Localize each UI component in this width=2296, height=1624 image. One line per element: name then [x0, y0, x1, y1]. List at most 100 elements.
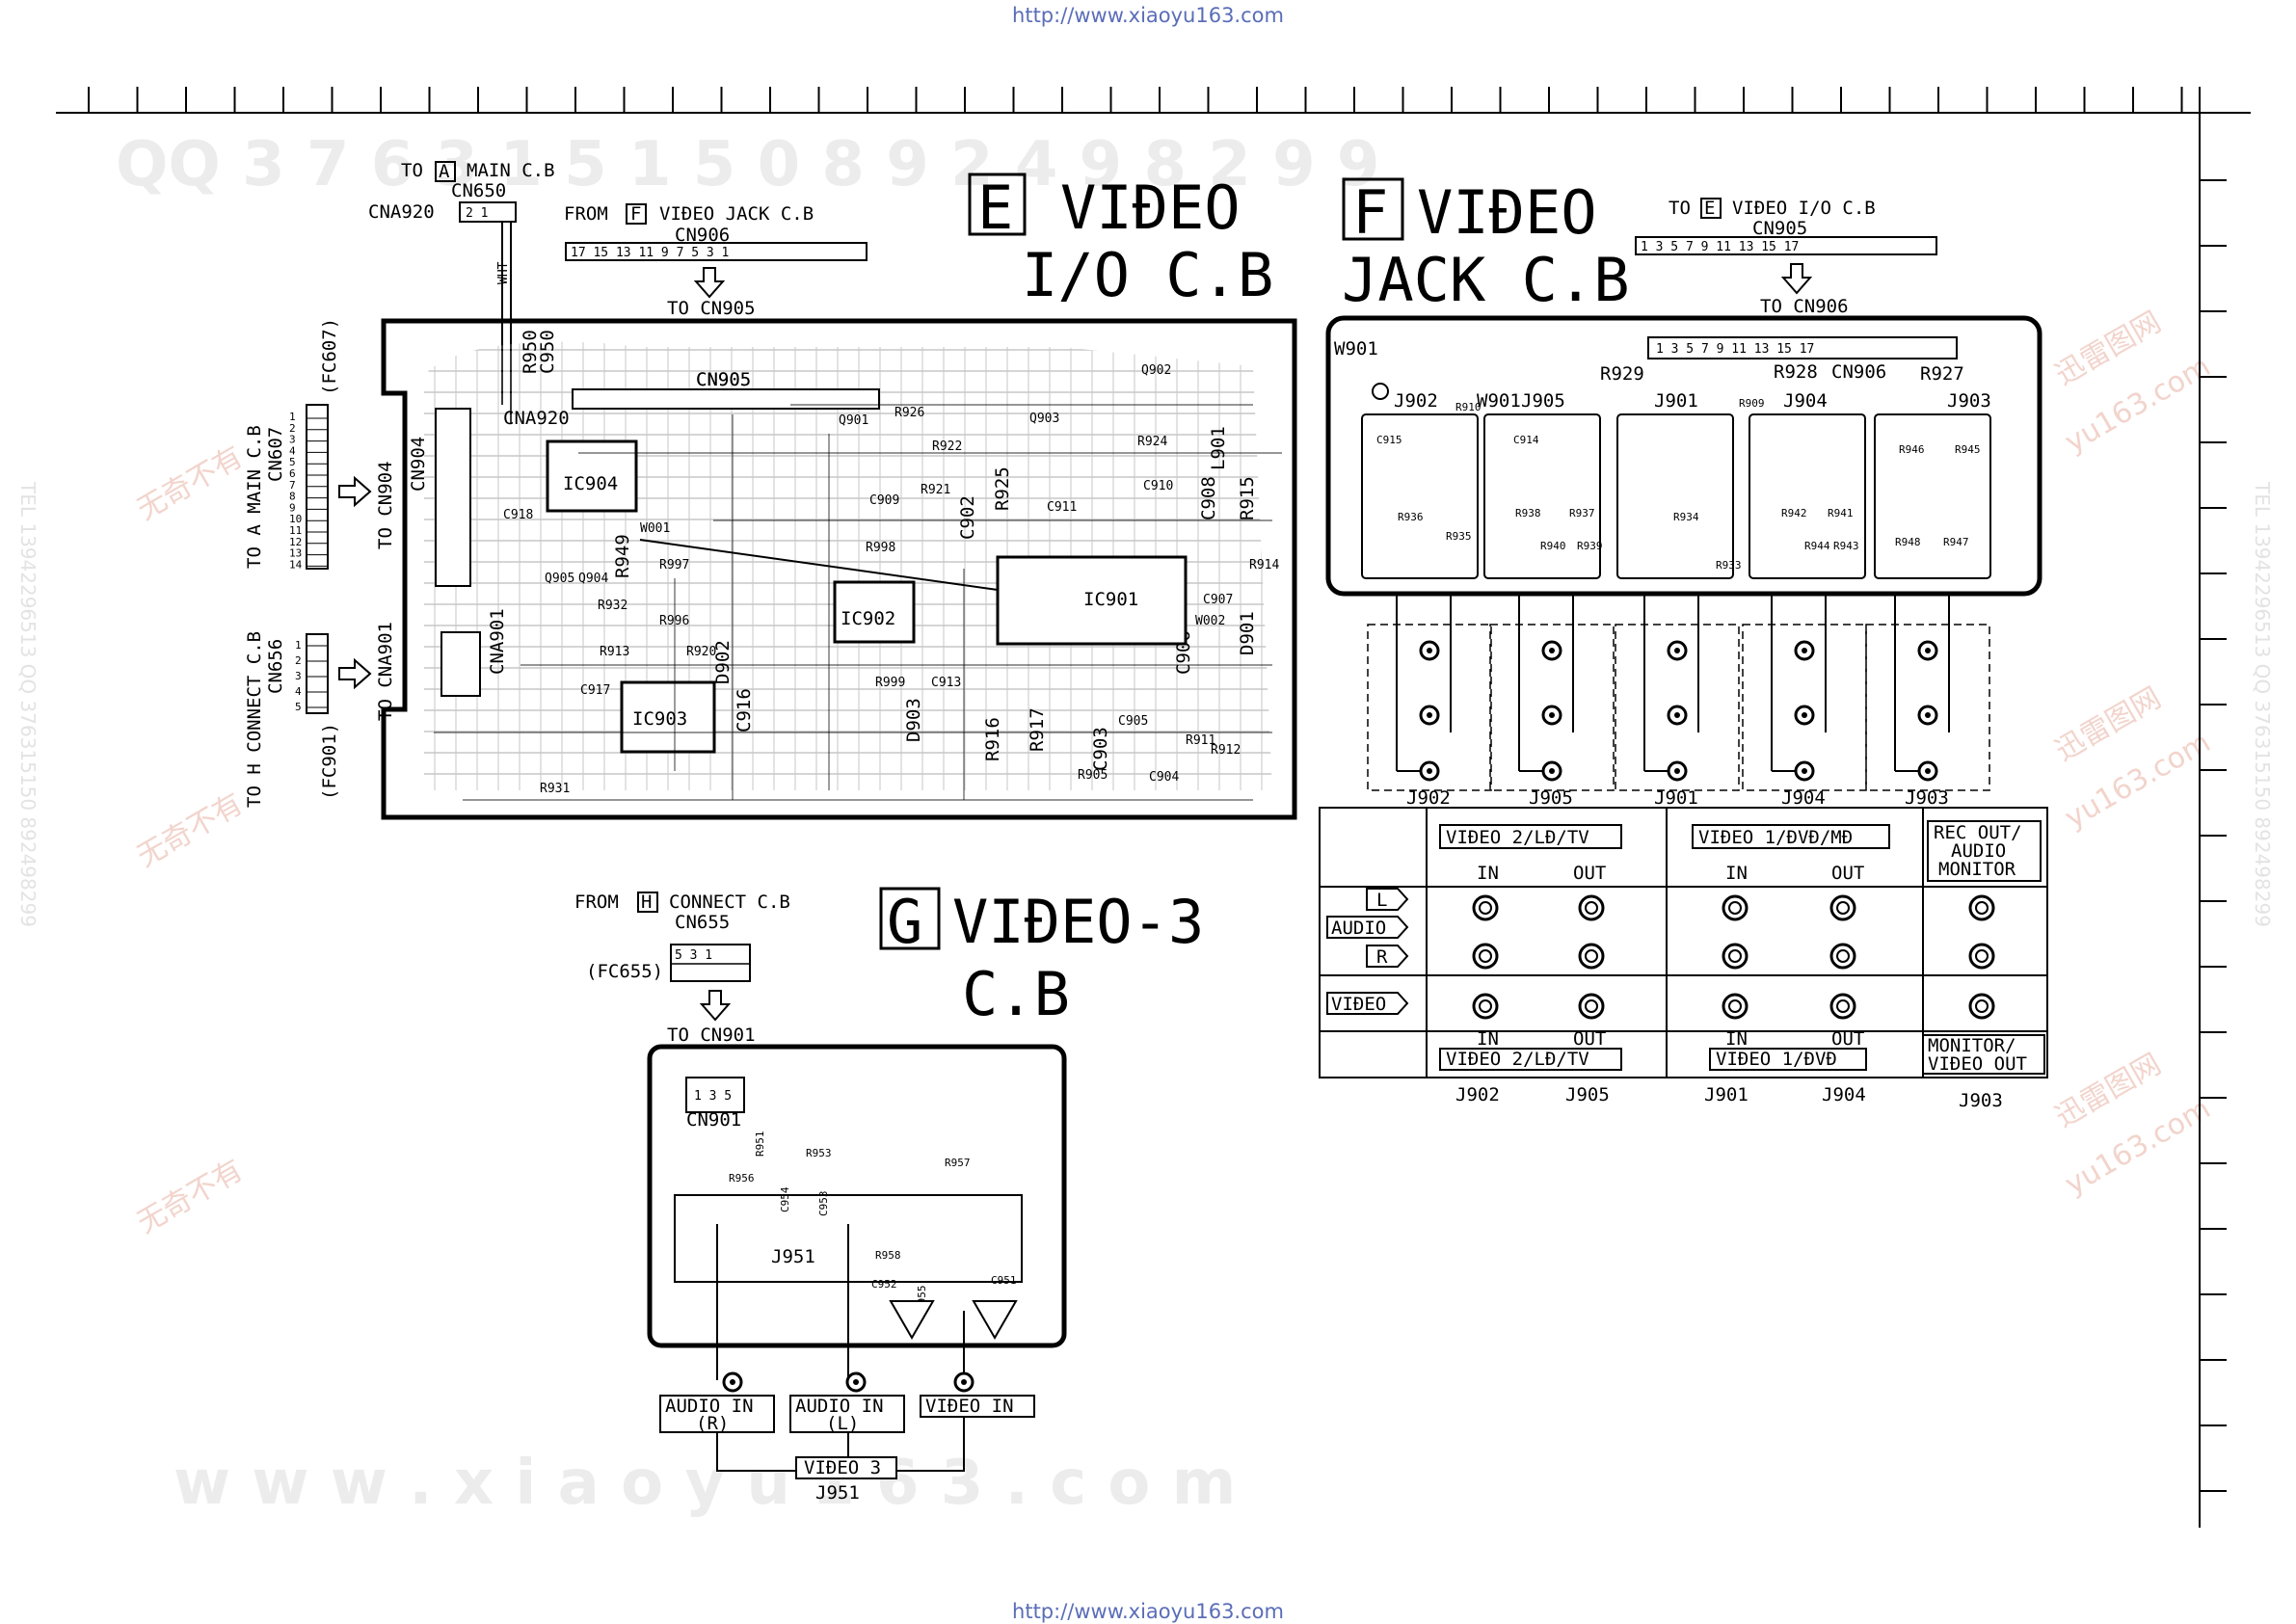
video3-label: VIĐEO 3 — [804, 1457, 881, 1478]
rca-jack-icon — [1472, 993, 1499, 1020]
cn607-pin-10: 10 — [289, 513, 302, 525]
cn607-pin-7: 7 — [289, 479, 296, 492]
cn655-label: CN655 — [675, 912, 730, 933]
part-r956: R956 — [729, 1172, 755, 1185]
watermark-stamp: 无奇不有 — [132, 787, 249, 874]
to-e-label: TO — [1669, 198, 1691, 219]
jack-table-frame — [1319, 807, 2048, 1078]
cn607-pin-4: 4 — [289, 444, 296, 457]
top-url[interactable]: http://www.xiaoyu163.com — [1012, 4, 1284, 27]
ic903-label: IC903 — [632, 708, 687, 730]
watermark-stamp: 无奇不有 — [132, 1154, 249, 1240]
part-c902: C902 — [957, 495, 978, 540]
part-r934: R934 — [1673, 511, 1699, 523]
board-e-title-2: I/O C.B — [1022, 240, 1273, 310]
to-main-label: TO — [401, 160, 423, 181]
to-e-box — [1700, 198, 1722, 219]
rca-jack-icon — [1722, 943, 1749, 970]
jack-label-j904: J904 — [1822, 1084, 1866, 1105]
part-r998: R998 — [866, 541, 895, 555]
part-r929: R929 — [1600, 363, 1644, 385]
cn901-pins: 1 3 5 — [694, 1089, 732, 1104]
fc901-label: (FC901) — [319, 723, 340, 800]
board-e-letter-box — [968, 173, 1027, 236]
jack-j905: J905 — [1529, 787, 1573, 809]
part-r917: R917 — [1027, 707, 1048, 752]
cna920-pins: 2 1 — [466, 206, 488, 221]
to-cn905-label: TO CN905 — [667, 298, 756, 319]
part-c954: C954 — [779, 1186, 791, 1212]
cna920-top-label: CNA920 — [368, 201, 435, 223]
jack-j901: J901 — [1654, 787, 1698, 809]
row-r-label: R — [1376, 946, 1388, 968]
part-r997: R997 — [659, 558, 689, 572]
part-r999: R999 — [875, 676, 905, 690]
part-c904: C904 — [1149, 770, 1179, 785]
row-l-label: L — [1376, 890, 1387, 911]
part-w901: W901 — [1334, 338, 1378, 359]
part-c908: C908 — [1198, 476, 1219, 520]
down-arrow-icon — [693, 267, 726, 299]
audio-in-l-line1: AUDIO IN — [795, 1396, 884, 1417]
board-g-title-1: VIĐEO-3 — [952, 887, 1204, 957]
part-r931: R931 — [540, 782, 570, 796]
part-r945: R945 — [1955, 443, 1981, 456]
part-q902: Q902 — [1141, 363, 1171, 378]
rca-jack-icon — [1829, 894, 1856, 921]
part-cn901: CN901 — [686, 1109, 741, 1131]
cn905-pins: 1 3 5 7 9 11 13 15 17 — [1641, 240, 1799, 254]
part-r928: R928 — [1774, 361, 1818, 383]
part-r951: R951 — [754, 1131, 766, 1158]
from-h-rest: CONNECT C.B — [669, 892, 790, 913]
part-c951: C951 — [991, 1274, 1017, 1287]
part-r924: R924 — [1137, 435, 1167, 449]
ic901-label: IC901 — [1083, 589, 1138, 610]
part-r940: R940 — [1540, 540, 1566, 552]
part-q901: Q901 — [839, 413, 868, 428]
part-c913: C913 — [931, 676, 961, 690]
part-c907: C907 — [1203, 593, 1233, 607]
cn906-connector — [565, 242, 868, 261]
video-in-label: VIĐEO IN — [925, 1396, 1014, 1417]
part-cn904: CN904 — [408, 437, 429, 492]
part-r943: R943 — [1833, 540, 1859, 552]
part-c911: C911 — [1047, 500, 1077, 515]
board-g-pcb-outline — [647, 1044, 1067, 1348]
cn607-pin-3: 3 — [289, 434, 296, 446]
col-in-2: IN — [1725, 863, 1748, 884]
part-r925: R925 — [992, 466, 1013, 511]
part-cn906: CN906 — [1831, 361, 1886, 383]
rca-jack-icon — [1472, 894, 1499, 921]
part-d901: D901 — [1237, 611, 1258, 655]
frame-ruler — [56, 87, 2251, 1528]
to-connect-label: TO H CONNECT C.B — [244, 631, 265, 808]
part-r939: R939 — [1577, 540, 1603, 552]
cn650-label: CN650 — [451, 180, 506, 201]
bottom-in-1: IN — [1477, 1028, 1499, 1050]
fc655-label: (FC655) — [586, 961, 663, 982]
part-r912: R912 — [1211, 743, 1241, 758]
rca-jack-icon — [1722, 993, 1749, 1020]
part-j903: J903 — [1947, 390, 1991, 412]
cn656-pin-5: 5 — [295, 701, 302, 713]
board-e-components: CNA920CN905CN904IC904R926R922R924Q901Q90… — [408, 330, 1282, 801]
rca-jack-icon — [1578, 943, 1605, 970]
part-r953: R953 — [806, 1147, 832, 1159]
rca-jack-icon — [1829, 993, 1856, 1020]
jack-label-j902: J902 — [1455, 1084, 1500, 1105]
bottom-url[interactable]: http://www.xiaoyu163.com — [1012, 1600, 1284, 1623]
bottom-group2: VIĐEO 1/ĐVĐ — [1716, 1049, 1837, 1070]
cn906-label: CN906 — [675, 225, 730, 246]
to-cn904-label: TO CN904 — [375, 461, 396, 549]
board-e-letter: E — [977, 173, 1013, 243]
rca-jack-icon — [1829, 943, 1856, 970]
part-r941: R941 — [1828, 507, 1854, 519]
part-c915: C915 — [1376, 434, 1402, 446]
board-f-letter: F — [1352, 177, 1388, 248]
audio-in-l-line2: (L) — [826, 1413, 859, 1434]
row-audio-label: AUDIO — [1331, 918, 1386, 939]
cn607-pin-14: 14 — [289, 558, 303, 571]
